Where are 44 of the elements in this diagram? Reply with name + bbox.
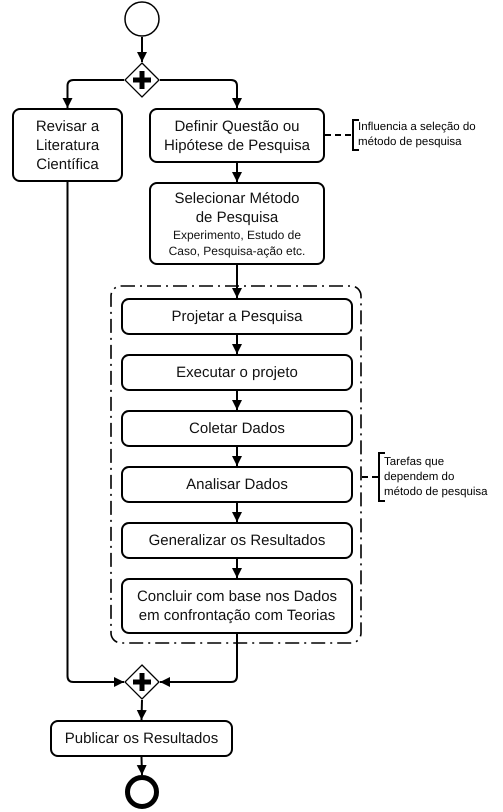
parallel-gateway-diamond [124, 664, 160, 700]
arrow [232, 447, 242, 466]
task-label: Coletar Dados [189, 419, 285, 438]
arrow [232, 335, 242, 354]
end-event-circle [125, 775, 159, 809]
annotation-text: Tarefas que dependem do método de pesquisa [384, 454, 489, 500]
arrow [232, 559, 242, 578]
task-label: Revisar a Literatura Científica [34, 116, 100, 174]
parallel-gateway-diamond [124, 62, 160, 98]
dashed-connector [325, 134, 352, 136]
task-box [121, 466, 353, 503]
task-label: Projetar a Pesquisa [172, 307, 302, 326]
task-label: Executar o projeto [176, 363, 298, 382]
annotation-text: Influencia a seleção do método de pesquisa [358, 120, 477, 150]
task-box [121, 354, 353, 391]
start-event-circle [124, 1, 160, 37]
arrow [137, 37, 147, 62]
task-box [12, 108, 123, 182]
task-label: Selecionar Método de Pesquisa [173, 188, 301, 226]
arrow [232, 391, 242, 410]
dashed-connector [362, 476, 378, 478]
arrow [232, 163, 242, 182]
arrow [160, 634, 238, 687]
task-label: Publicar os Resultados [64, 729, 218, 748]
arrow [66, 182, 124, 687]
task-label: Analisar Dados [186, 475, 288, 494]
task-label: Definir Questão ou Hipótese de Pesquisa [163, 116, 311, 154]
task-box [149, 108, 325, 163]
task-box [149, 182, 325, 265]
arrow [232, 503, 242, 522]
task-label: Generalizar os Resultados [148, 531, 326, 550]
task-box [121, 578, 353, 634]
task-box [121, 410, 353, 447]
arrow [232, 265, 242, 298]
arrow [136, 756, 147, 776]
arrow [62, 79, 124, 108]
task-box [121, 522, 353, 559]
task-label: Concluir com base nos Dados em confrontação com Teorias [136, 587, 338, 625]
group-frame [110, 285, 362, 644]
arrow [160, 79, 242, 108]
task-note: Experimento, Estudo de Caso, Pesquisa-ação etc. [168, 226, 306, 258]
task-box [50, 720, 233, 757]
task-box [121, 298, 353, 335]
arrow [136, 700, 147, 720]
